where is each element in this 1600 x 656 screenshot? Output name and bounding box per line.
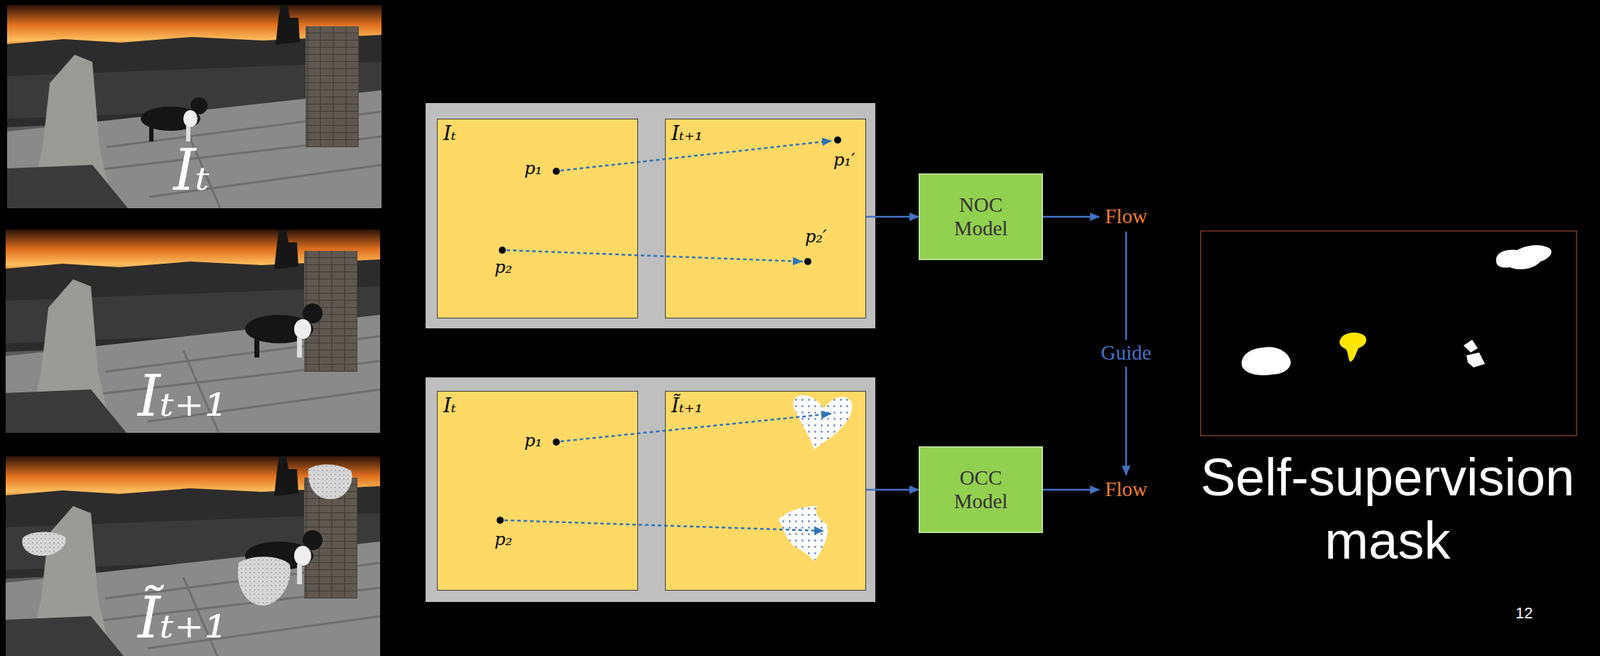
- dog-leg: [296, 337, 302, 358]
- photo-scene: [7, 4, 382, 209]
- node-text: Flow: [1104, 204, 1148, 229]
- occlusion-patch: [238, 556, 291, 606]
- point-dot: [804, 257, 812, 266]
- flow-arrow: [866, 488, 919, 491]
- point-dot: [498, 246, 506, 254]
- frame-title: Iₜ₊₁: [671, 122, 703, 145]
- point-label: p₁: [524, 159, 543, 180]
- dog: [140, 97, 208, 142]
- frame-fill: [436, 390, 639, 591]
- frame-title: Ĩₜ₊₁: [671, 394, 703, 418]
- model-box: OCC Model: [918, 446, 1043, 533]
- pair-panel: [425, 103, 876, 329]
- frame-fill: [436, 118, 639, 319]
- point-dot: [496, 516, 504, 524]
- dog-chest: [294, 545, 312, 566]
- image-frame: Iₜ₊₁ p₁′ p₂′: [665, 118, 867, 319]
- photo-frame: [5, 456, 381, 656]
- dog-chest: [294, 319, 312, 339]
- point-dot: [552, 438, 560, 446]
- occlusion-blob: [778, 505, 828, 562]
- point-label: p₂: [494, 530, 513, 550]
- point-dot: [834, 136, 842, 144]
- node-text: NOC Model: [942, 193, 1021, 241]
- image-frame: Ĩₜ₊₁: [665, 390, 867, 591]
- photo-frame: [7, 4, 382, 209]
- dog: [245, 303, 323, 358]
- point-label: p₁: [524, 431, 543, 452]
- mask-blob: [1496, 245, 1552, 270]
- photo-frame: [5, 229, 381, 433]
- point-dot: [552, 167, 560, 175]
- model-box: NOC Model: [918, 173, 1043, 261]
- dog-leg: [296, 564, 302, 585]
- point-label: p₂′: [804, 227, 827, 248]
- photo-scene: [5, 456, 381, 656]
- frame-label: Ĩₜ₊₁: [137, 589, 228, 647]
- frame-title: Iₜ: [443, 122, 457, 145]
- flow-output: Flow: [1099, 474, 1154, 504]
- pair-panel: [425, 377, 876, 602]
- photo-scene: [5, 229, 381, 433]
- correspondence-arrow: [504, 520, 825, 531]
- mask-blob: [1463, 339, 1478, 353]
- correspondence-arrow: [560, 140, 832, 171]
- mask-blob: [1339, 332, 1367, 362]
- node-text: OCC Model: [942, 466, 1021, 514]
- flow-output: Flow: [1099, 201, 1154, 231]
- frame-title: Iₜ: [443, 394, 457, 418]
- dog-leg: [149, 125, 154, 142]
- mask-frame: [1200, 230, 1577, 436]
- edge-label: Guide: [1098, 339, 1155, 366]
- slide-number: 12: [1515, 603, 1533, 623]
- point-label: p₁′: [833, 150, 855, 171]
- occlusion-patch: [22, 532, 66, 556]
- correspondence-arrow: [506, 250, 803, 262]
- mask-caption: Self-supervision mask: [1188, 446, 1587, 573]
- flow-arrow: [866, 215, 919, 219]
- flow-arrow: [1042, 215, 1100, 219]
- dog-chest: [183, 110, 198, 128]
- occlusion-blob: [793, 395, 853, 450]
- frame-label: Iₜ: [173, 142, 210, 199]
- image-frame: Iₜ p₁ p₂: [436, 390, 639, 591]
- node-text: Flow: [1104, 477, 1148, 501]
- image-frame: Iₜ p₁ p₂: [436, 118, 639, 319]
- occlusion-patch: [308, 463, 353, 499]
- dog-leg: [254, 337, 260, 358]
- mask-blob: [1466, 352, 1485, 368]
- frame-label: Iₜ₊₁: [137, 368, 228, 425]
- mask-blob: [1241, 346, 1291, 376]
- flow-arrow: [1042, 488, 1100, 491]
- point-label: p₂: [494, 257, 513, 278]
- dog-leg: [186, 125, 191, 142]
- correspondence-arrow: [560, 413, 832, 442]
